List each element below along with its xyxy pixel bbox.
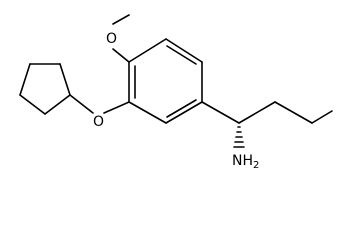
bond bbox=[128, 101, 167, 124]
benzene-ring bbox=[128, 38, 203, 124]
bond bbox=[165, 38, 203, 63]
bond bbox=[274, 101, 313, 124]
bond bbox=[19, 94, 46, 115]
bond bbox=[112, 48, 130, 63]
amine-subscript: 2 bbox=[253, 160, 259, 171]
amine-label: NH2 bbox=[232, 153, 259, 171]
methoxy-oxygen-label: O bbox=[106, 31, 117, 47]
bond bbox=[112, 14, 130, 25]
bond bbox=[128, 38, 167, 63]
bond bbox=[69, 94, 94, 114]
bond bbox=[238, 101, 276, 124]
bond bbox=[165, 101, 203, 124]
amine-element: NH bbox=[232, 153, 253, 169]
bond bbox=[103, 101, 130, 114]
bond bbox=[201, 101, 240, 124]
bond bbox=[166, 45, 197, 65]
bond bbox=[311, 110, 333, 124]
chemical-structure: O O NH2 bbox=[19, 14, 333, 171]
cyclopentyl-ring bbox=[19, 63, 71, 115]
bond bbox=[19, 63, 31, 96]
bond bbox=[59, 63, 71, 96]
bond bbox=[166, 99, 197, 118]
ether-oxygen-label: O bbox=[93, 114, 104, 130]
bond bbox=[44, 94, 71, 115]
hashed-wedge-bond bbox=[233, 126, 245, 148]
